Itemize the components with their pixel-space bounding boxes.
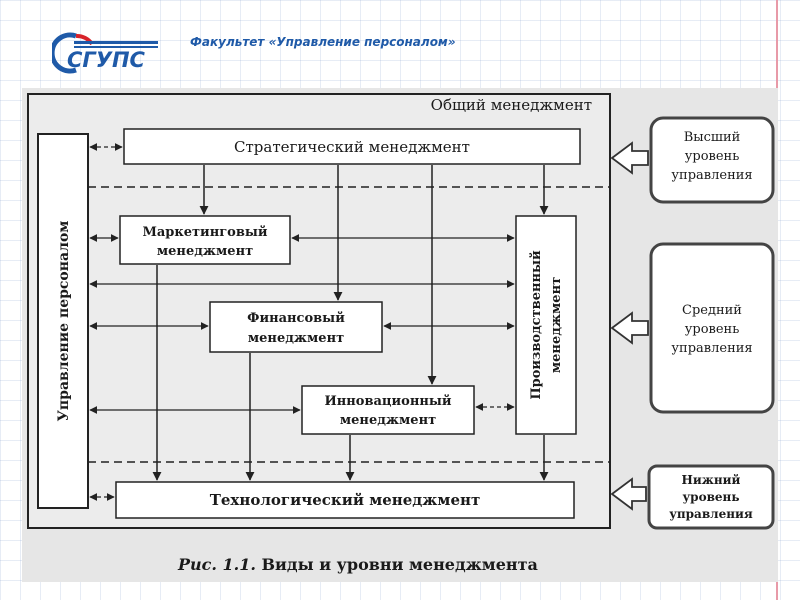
- innovation-line1: Инновационный: [324, 394, 451, 409]
- production-line1: Производственный: [529, 250, 544, 400]
- logo-arc-icon: [52, 32, 77, 74]
- financial-line1: Финансовый: [247, 311, 345, 326]
- hollow-arrow-top-icon: [610, 141, 649, 175]
- level-bottom-line2: уровень: [683, 490, 740, 504]
- hr-management-label: Управление персоналом: [56, 221, 72, 422]
- hr-management-box: [37, 133, 89, 509]
- horizontal-arrows: [89, 143, 515, 501]
- level-bottom-line3: управления: [669, 507, 753, 521]
- level-bottom-box: [647, 464, 775, 530]
- level-top-box: [649, 116, 775, 204]
- sgups-logo: СГУПС: [52, 32, 158, 74]
- level-top-line1: Высший: [684, 130, 741, 145]
- level-middle-line2: уровень: [685, 322, 740, 337]
- level-middle-box: [649, 242, 775, 414]
- production-line2: менеджмент: [549, 277, 564, 373]
- innovation-line2: менеджмент: [340, 413, 436, 428]
- hollow-arrow-bottom-icon: [610, 477, 647, 511]
- innovation-management-box: [301, 385, 475, 435]
- marketing-line2: менеджмент: [157, 244, 253, 259]
- caption-text: Виды и уровни менеджмента: [262, 555, 538, 574]
- level-middle-line1: Средний: [682, 303, 742, 318]
- financial-management-box: [209, 301, 383, 353]
- strategic-management-label: Стратегический менеджмент: [234, 138, 470, 156]
- level-middle-line3: управления: [671, 341, 752, 356]
- technological-management-label: Технологический менеджмент: [210, 491, 481, 509]
- level-bottom-line1: Нижний: [682, 473, 741, 487]
- financial-line2: менеджмент: [248, 331, 344, 346]
- general-management-title: Общий менеджмент: [431, 96, 592, 114]
- logo-text: СГУПС: [67, 48, 146, 72]
- marketing-line1: Маркетинговый: [142, 225, 267, 240]
- figure-caption: Рис. 1.1. Виды и уровни менеджмента: [177, 555, 538, 574]
- down-arrows: [152, 165, 549, 481]
- marketing-management-box: [119, 215, 291, 265]
- production-management-box: [515, 215, 577, 435]
- level-top-line2: уровень: [685, 149, 740, 164]
- hollow-arrow-middle-icon: [610, 311, 649, 345]
- caption-prefix: Рис. 1.1.: [177, 555, 262, 574]
- level-arrows: [610, 141, 649, 511]
- strategic-management-box: [123, 128, 581, 165]
- faculty-title: Факультет «Управление персоналом»: [190, 35, 456, 49]
- technological-management-box: [115, 481, 575, 519]
- level-top-line3: управления: [671, 168, 752, 183]
